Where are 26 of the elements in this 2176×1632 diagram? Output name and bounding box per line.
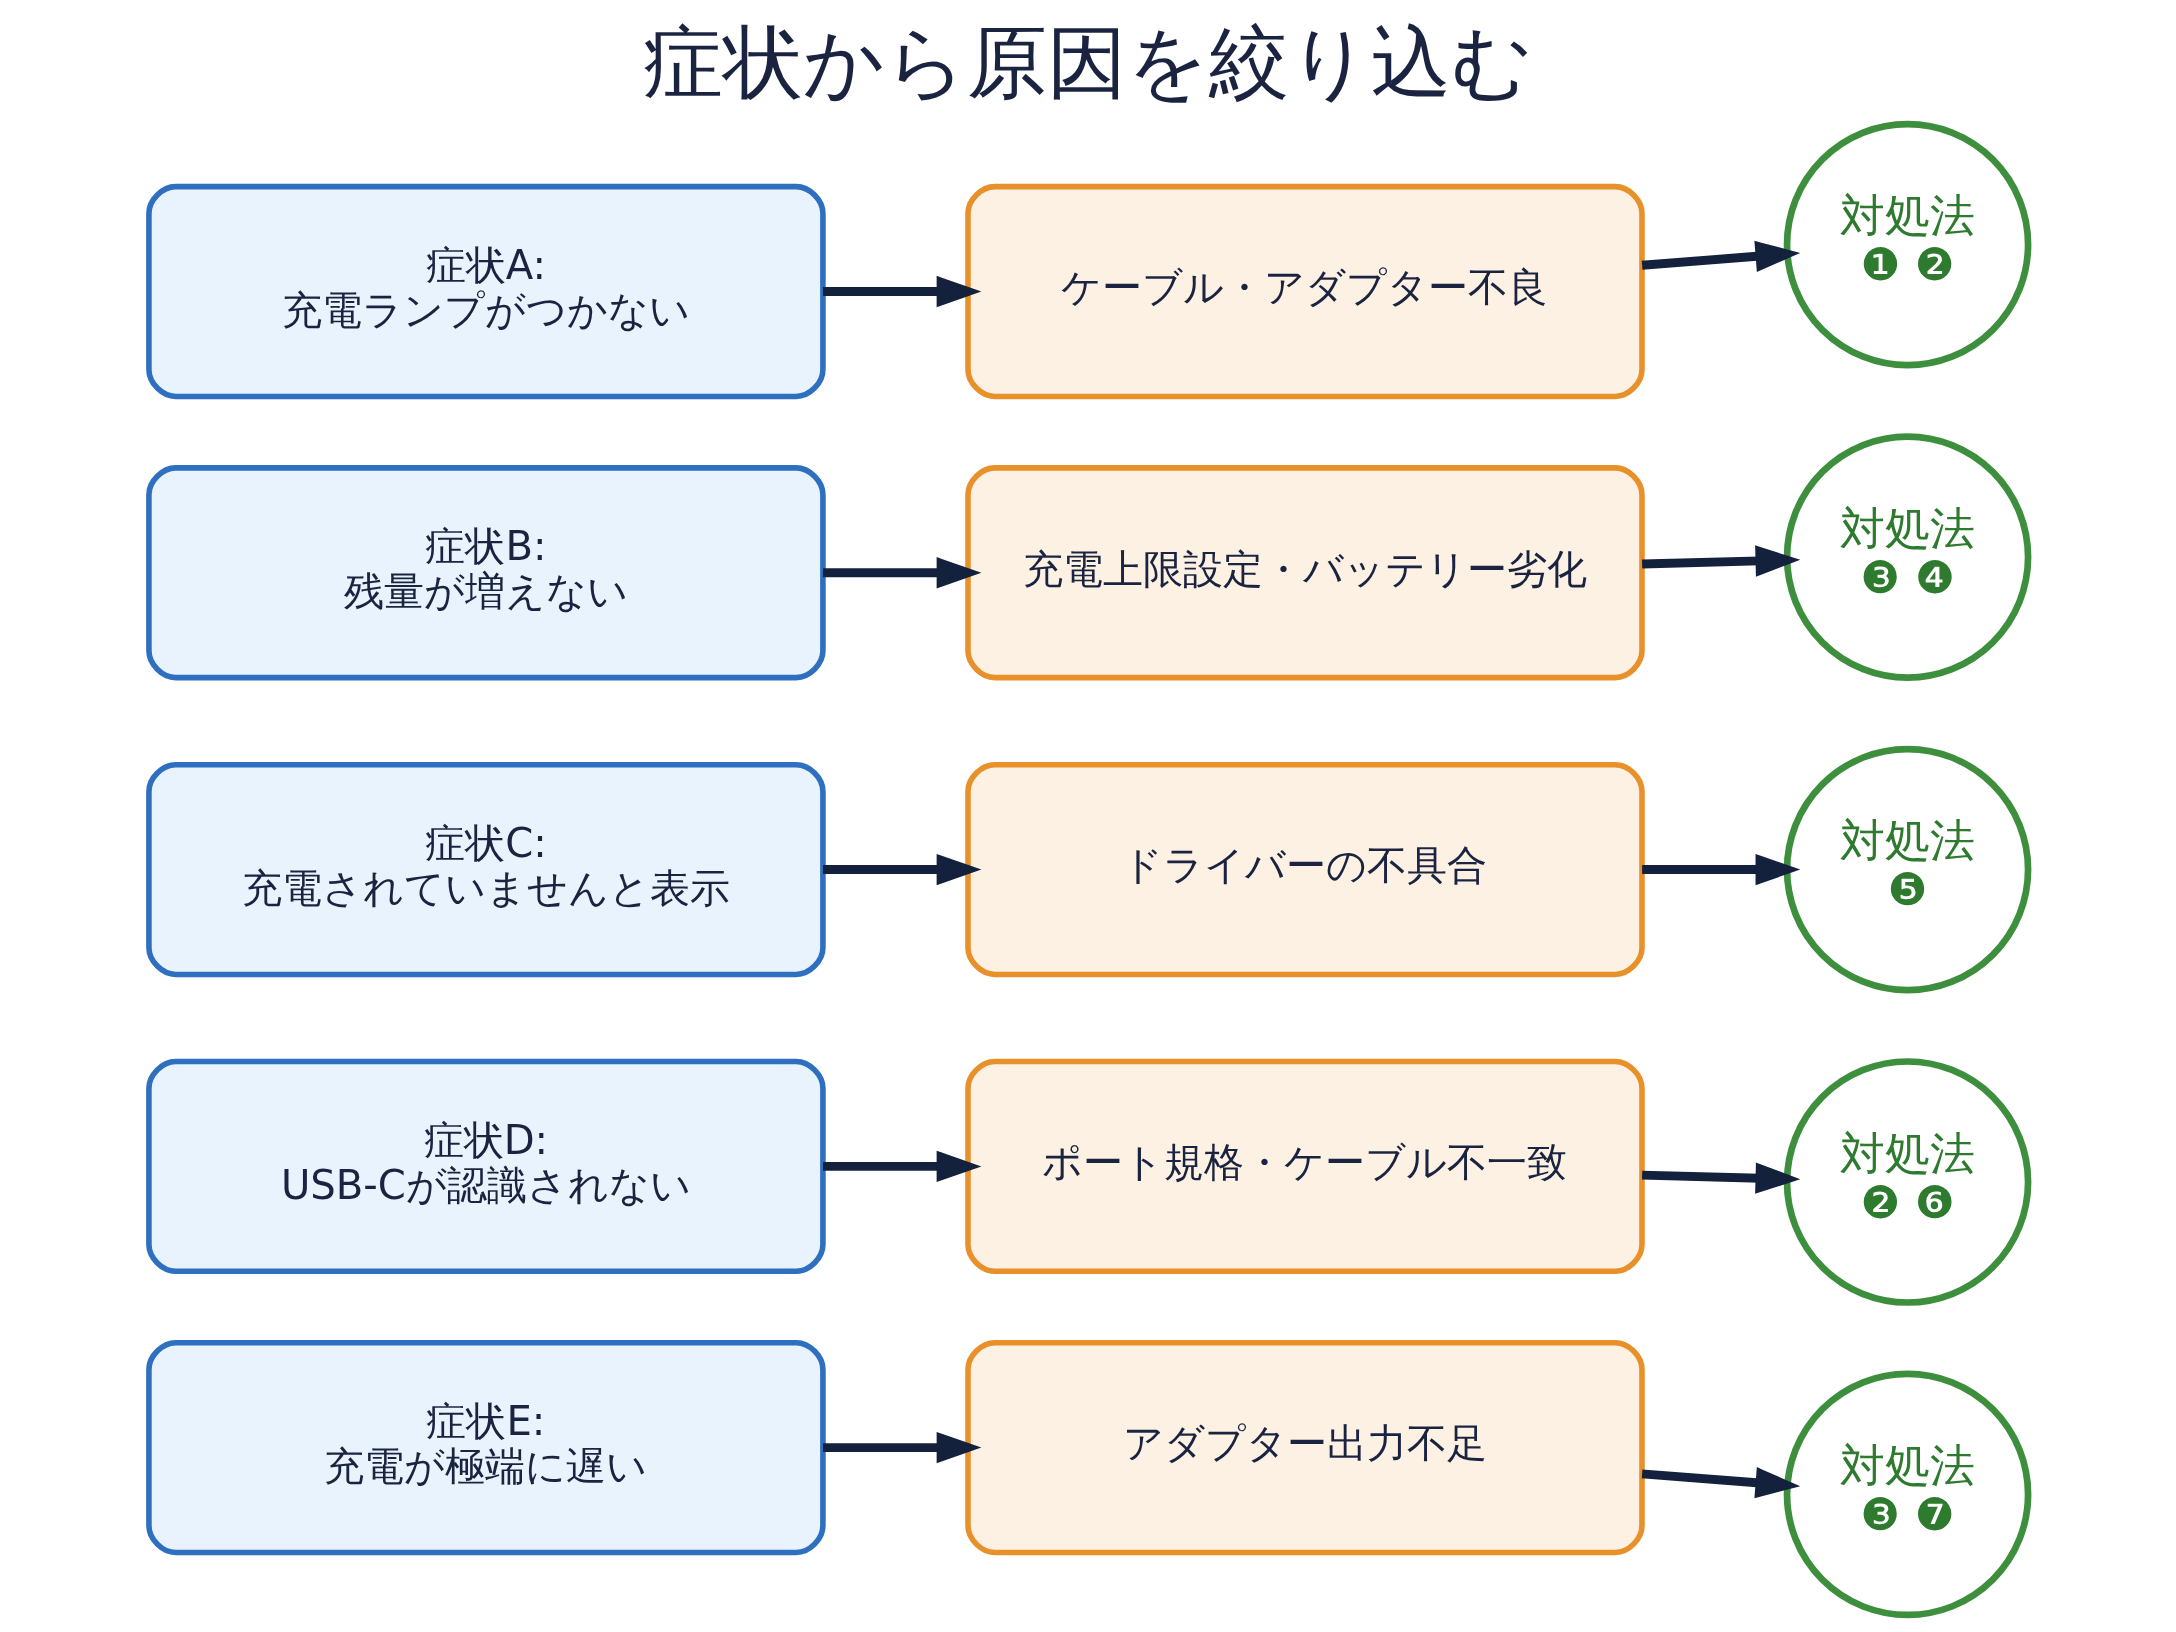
node-box: アダプター出力不足: [964, 1339, 1645, 1556]
arrow: [822, 1431, 981, 1464]
node-box: 症状C: 充電されていませんと表示: [145, 761, 826, 978]
arrow: [1641, 853, 1800, 886]
arrow: [1641, 240, 1800, 273]
node-circle: 対処法 ❺: [1783, 745, 2031, 994]
diagram-title: 症状から原因を絞り込む: [643, 15, 1533, 110]
node-box: 充電上限設定・バッテリー劣化: [964, 465, 1645, 681]
node-box: ドライバーの不具合: [964, 761, 1645, 978]
arrow: [822, 853, 981, 886]
node-box: 症状B: 残量が増えない: [145, 465, 826, 681]
arrow: [822, 1150, 981, 1183]
arrow: [822, 557, 981, 589]
arrow: [1641, 1162, 1800, 1194]
node-circle: 対処法 ❶ ❷: [1783, 120, 2031, 369]
node-box: 症状A: 充電ランプがつかない: [145, 183, 826, 400]
node-circle: 対処法 ❸ ❼: [1783, 1370, 2031, 1619]
arrow: [822, 275, 981, 308]
node-box: 症状E: 充電が極端に遅い: [145, 1339, 826, 1556]
node-box: ケーブル・アダプター不良: [964, 183, 1645, 400]
node-box: 症状D: USB-Cが認識されない: [145, 1058, 826, 1275]
arrow: [1641, 545, 1800, 577]
node-box: ポート規格・ケーブル不一致: [964, 1058, 1645, 1275]
arrow: [1641, 1467, 1800, 1499]
node-circle: 対処法 ❷ ❻: [1783, 1058, 2031, 1306]
node-circle: 対処法 ❸ ❹: [1783, 433, 2031, 681]
